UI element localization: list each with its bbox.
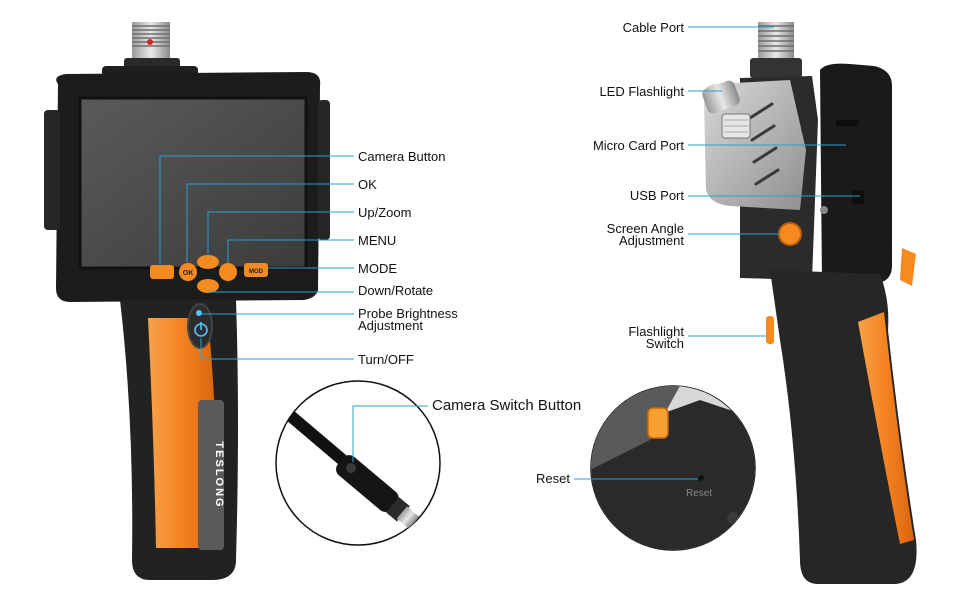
side-grip-orange — [858, 312, 914, 544]
label-reset: Reset — [536, 471, 570, 486]
ok-button[interactable] — [179, 263, 197, 281]
label-probe-brightness: Probe Brightness Adjustment — [358, 306, 458, 333]
mode-button-mark: MOD — [249, 269, 264, 275]
label-menu: MENU — [358, 233, 397, 248]
camera-switch-button[interactable] — [346, 463, 356, 473]
label-micro-card-port: Micro Card Port — [592, 138, 684, 153]
reset-printed-label: Reset — [686, 488, 712, 499]
down-rotate-button[interactable] — [197, 279, 219, 293]
label-probe-brightness-line1: Probe Brightness — [358, 306, 458, 321]
label-camera-switch-button: Camera Switch Button — [432, 397, 582, 414]
label-cable-port: Cable Port — [622, 20, 684, 35]
camera-button[interactable] — [150, 265, 174, 279]
label-turn-off: Turn/OFF — [358, 352, 414, 367]
label-up-zoom: Up/Zoom — [358, 205, 412, 220]
label-screen-angle: Screen Angle Adjustment — [606, 221, 684, 248]
front-buttons: OK MOD — [150, 255, 268, 349]
label-camera-button: Camera Button — [358, 149, 446, 164]
label-screen-angle-line1: Screen Angle — [606, 221, 684, 236]
mode-button[interactable] — [244, 263, 268, 277]
reset-button[interactable] — [698, 475, 704, 481]
label-flashlight-switch-line1: Flashlight — [628, 324, 684, 339]
camera-switch-callout — [352, 405, 428, 462]
flashlight-switch[interactable] — [766, 316, 774, 344]
brightness-indicator-icon — [196, 310, 202, 316]
label-flashlight-switch-line2: Switch — [645, 336, 684, 351]
label-flashlight-switch: Flashlight Switch — [628, 324, 684, 351]
up-zoom-button[interactable] — [197, 255, 219, 269]
screen-angle-knob[interactable] — [778, 222, 802, 246]
front-device: TESLONG OK MOD — [44, 22, 354, 580]
label-down-rotate: Down/Rotate — [358, 283, 434, 298]
menu-button[interactable] — [219, 263, 237, 281]
led-flashlight — [702, 80, 751, 139]
brightness-wheel[interactable] — [187, 303, 213, 349]
flashlight-switch-closeup — [647, 407, 669, 439]
brand-logo: TESLONG — [213, 441, 225, 508]
ok-button-mark: OK — [183, 270, 194, 277]
label-led-flashlight: LED Flashlight — [599, 84, 684, 99]
side-device — [688, 22, 917, 584]
label-screen-angle-line2: Adjustment — [618, 233, 684, 248]
reset-detail: Reset — [574, 385, 756, 551]
cable-connector — [102, 22, 198, 80]
probe-detail — [275, 380, 441, 546]
side-callout-lines — [688, 26, 860, 337]
front-callout-lines — [159, 155, 354, 360]
screen — [78, 96, 308, 270]
label-usb-port: USB Port — [629, 188, 684, 203]
label-probe-brightness-line2: Adjustment — [358, 318, 424, 333]
side-screen-panel — [820, 63, 892, 284]
label-ok: OK — [358, 177, 377, 192]
label-mode: MODE — [358, 261, 397, 276]
